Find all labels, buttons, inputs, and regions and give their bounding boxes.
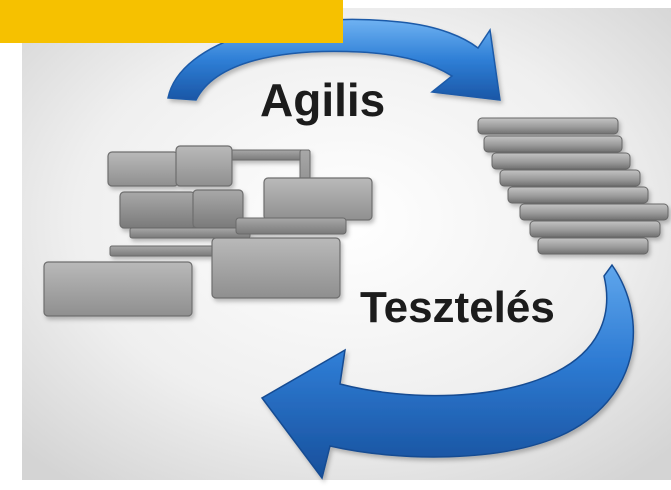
top-label: Agilis [260,74,385,126]
brick-pile [43,145,373,317]
header-banner [0,0,343,43]
bottom-cycle-arrow [260,263,635,480]
aligned-bars [477,117,669,255]
bottom-label: Tesztelés [360,283,555,332]
